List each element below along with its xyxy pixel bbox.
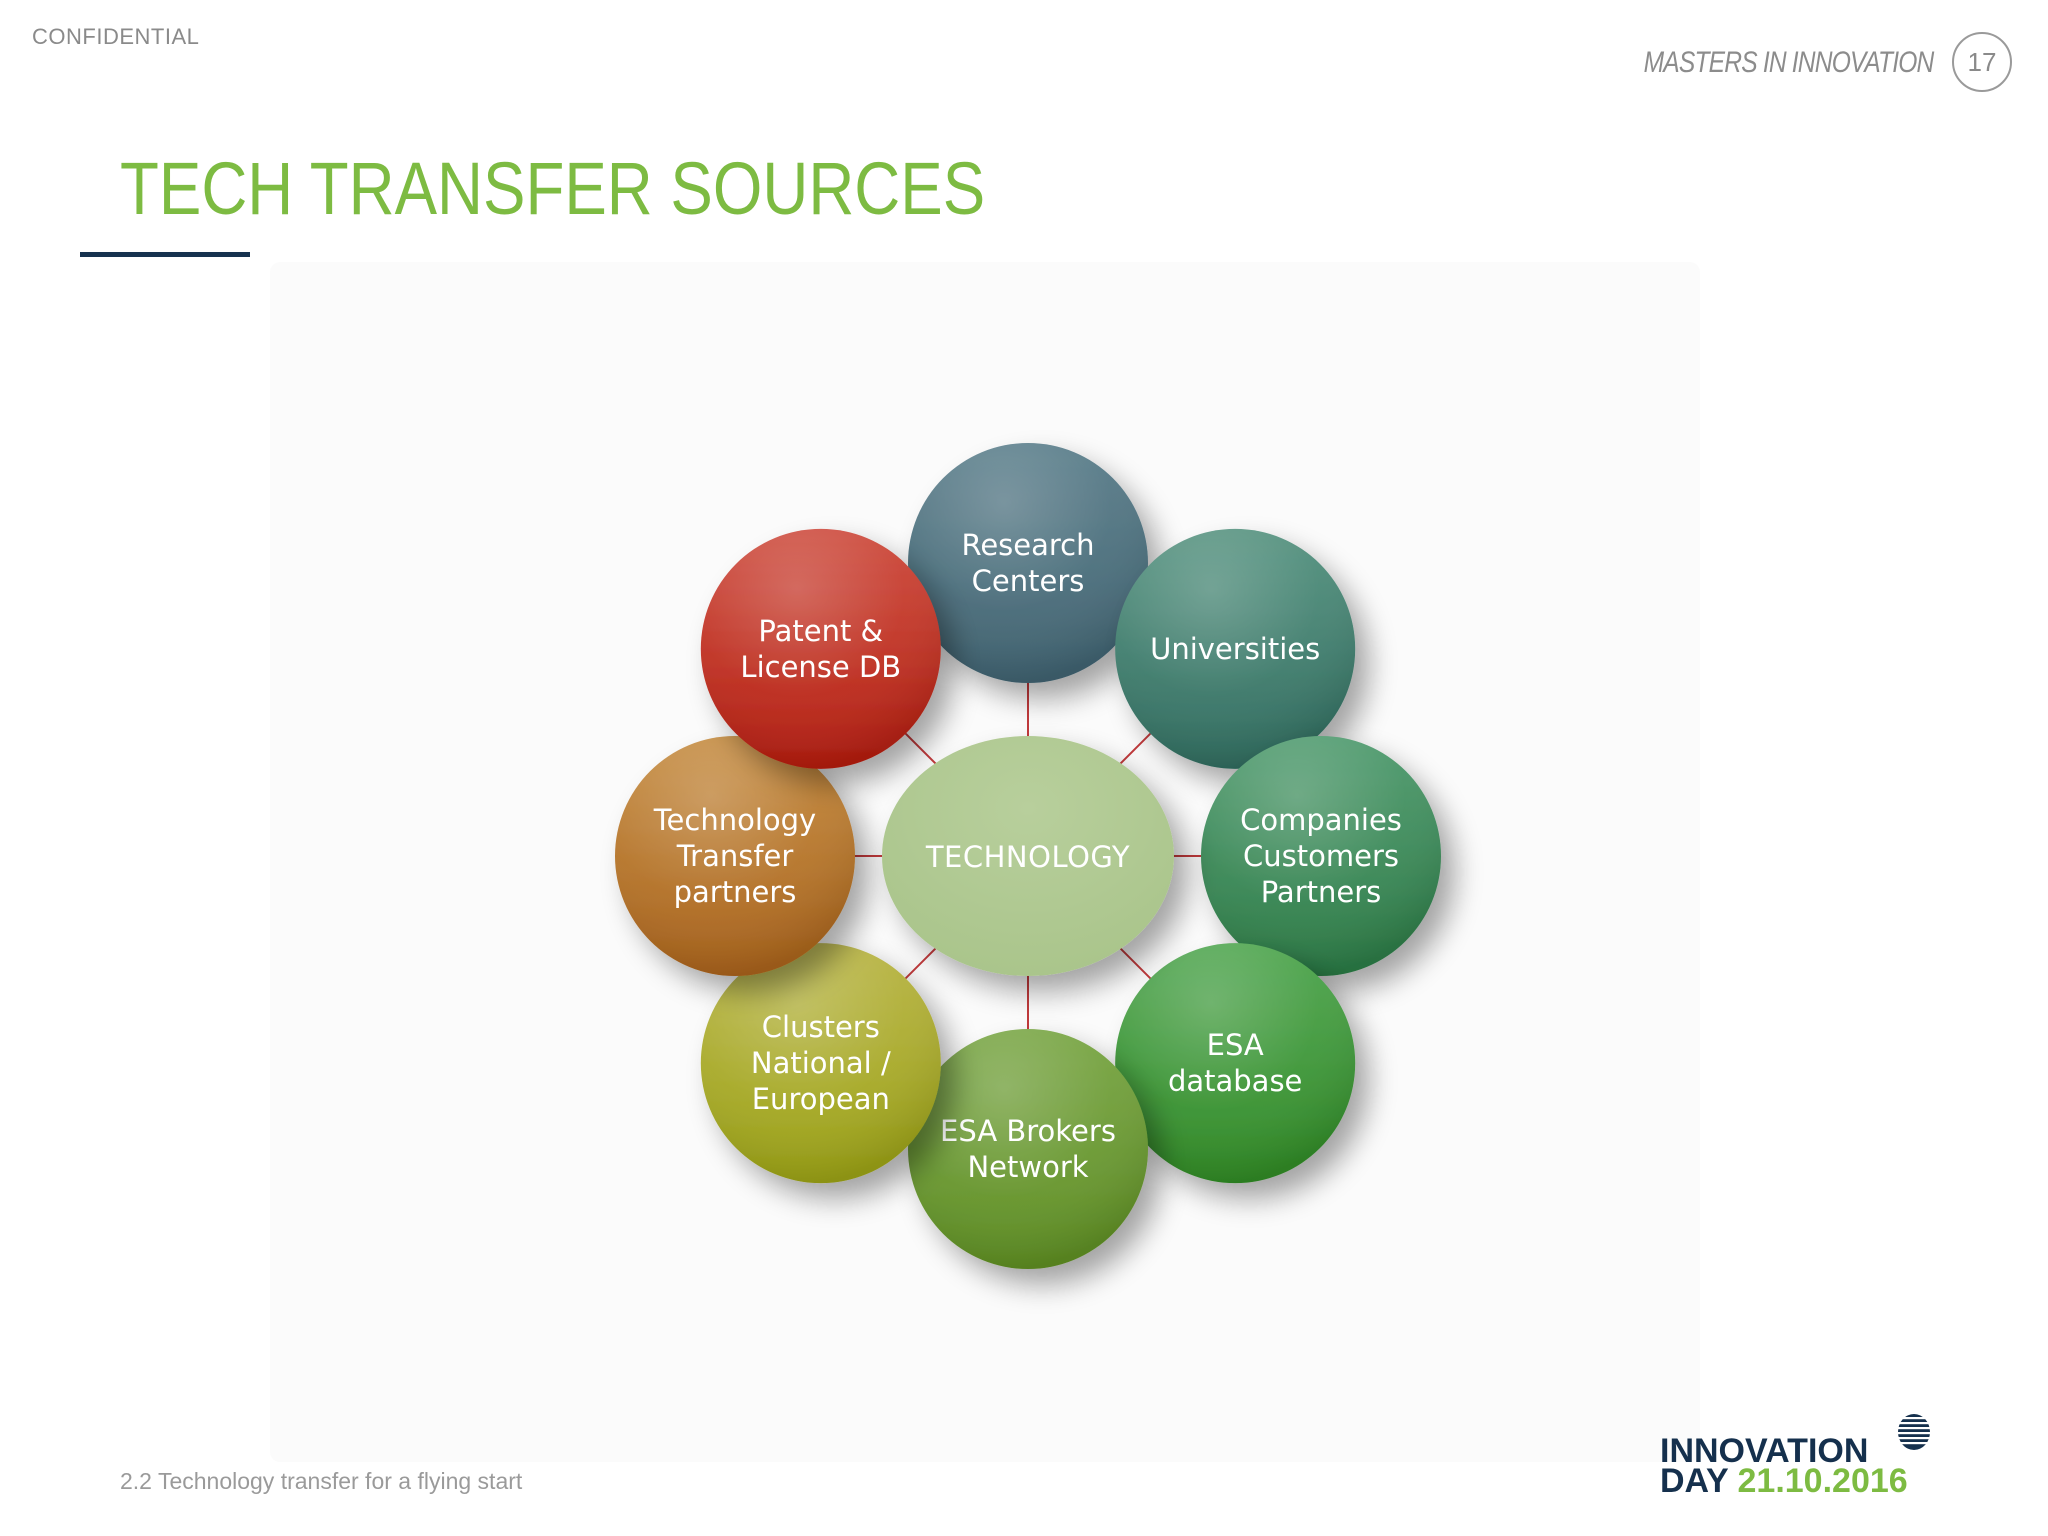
node-shine-esa-database — [1115, 943, 1356, 1184]
node-label-tt-partners-0: Technology — [653, 803, 816, 837]
footer-text: 2.2 Technology transfer for a flying sta… — [120, 1468, 523, 1494]
node-label-patent-1: License DB — [740, 650, 901, 684]
node-label-esa-database-0: ESA — [1207, 1028, 1264, 1062]
node-label-companies-0: Companies — [1240, 803, 1402, 837]
node-patent: Patent &License DB — [700, 528, 941, 769]
logo-day: DAY — [1660, 1462, 1738, 1500]
node-label-research-0: Research — [961, 528, 1094, 562]
center-node-label: TECHNOLOGY — [925, 840, 1130, 874]
node-label-esa-brokers-1: Network — [967, 1150, 1088, 1184]
node-shine-tt-partners — [615, 736, 855, 976]
innovation-day-logo: INNOVATION DAY 21.10.2016 — [1656, 1412, 1936, 1502]
node-label-companies-2: Partners — [1261, 875, 1382, 909]
node-label-tt-partners-2: partners — [674, 875, 797, 909]
node-universities: Universities — [1115, 528, 1356, 769]
node-label-esa-brokers-0: ESA Brokers — [940, 1114, 1116, 1148]
node-shine-patent — [700, 528, 941, 769]
node-label-research-1: Centers — [972, 564, 1085, 598]
node-shine-research — [908, 443, 1148, 683]
confidential-label: CONFIDENTIAL — [32, 24, 200, 49]
node-shine-clusters — [700, 943, 941, 1184]
page-title: TECH TRANSFER SOURCES — [120, 147, 986, 230]
source-nodes: ResearchCentersUniversitiesCompaniesCust… — [615, 443, 1441, 1269]
logo-date: 21.10.2016 — [1737, 1462, 1908, 1500]
node-label-universities-0: Universities — [1150, 632, 1320, 666]
node-shine-companies — [1201, 736, 1441, 976]
globe-icon — [1896, 1414, 1932, 1450]
node-shine-universities — [1115, 528, 1356, 769]
node-label-clusters-0: Clusters — [762, 1010, 880, 1044]
masters-in-innovation-label: MASTERS IN INNOVATION — [1643, 46, 1934, 79]
node-label-esa-database-1: database — [1168, 1064, 1302, 1098]
center-node — [882, 736, 1174, 976]
node-label-clusters-1: National / — [751, 1046, 891, 1080]
node-label-tt-partners-1: Transfer — [676, 839, 794, 873]
page-number: 17 — [1967, 46, 1997, 77]
node-shine-esa-brokers — [908, 1029, 1148, 1269]
center-node-group: TECHNOLOGY — [882, 736, 1174, 976]
node-label-companies-1: Customers — [1243, 839, 1399, 873]
logo-day-line: DAY 21.10.2016 — [1660, 1462, 1908, 1501]
logo-innovation: INNOVATION — [1660, 1432, 1869, 1470]
page-number-badge: 17 — [1952, 32, 2012, 92]
title-underline — [80, 252, 250, 257]
node-label-patent-0: Patent & — [758, 614, 883, 648]
node-label-clusters-2: European — [752, 1082, 890, 1116]
